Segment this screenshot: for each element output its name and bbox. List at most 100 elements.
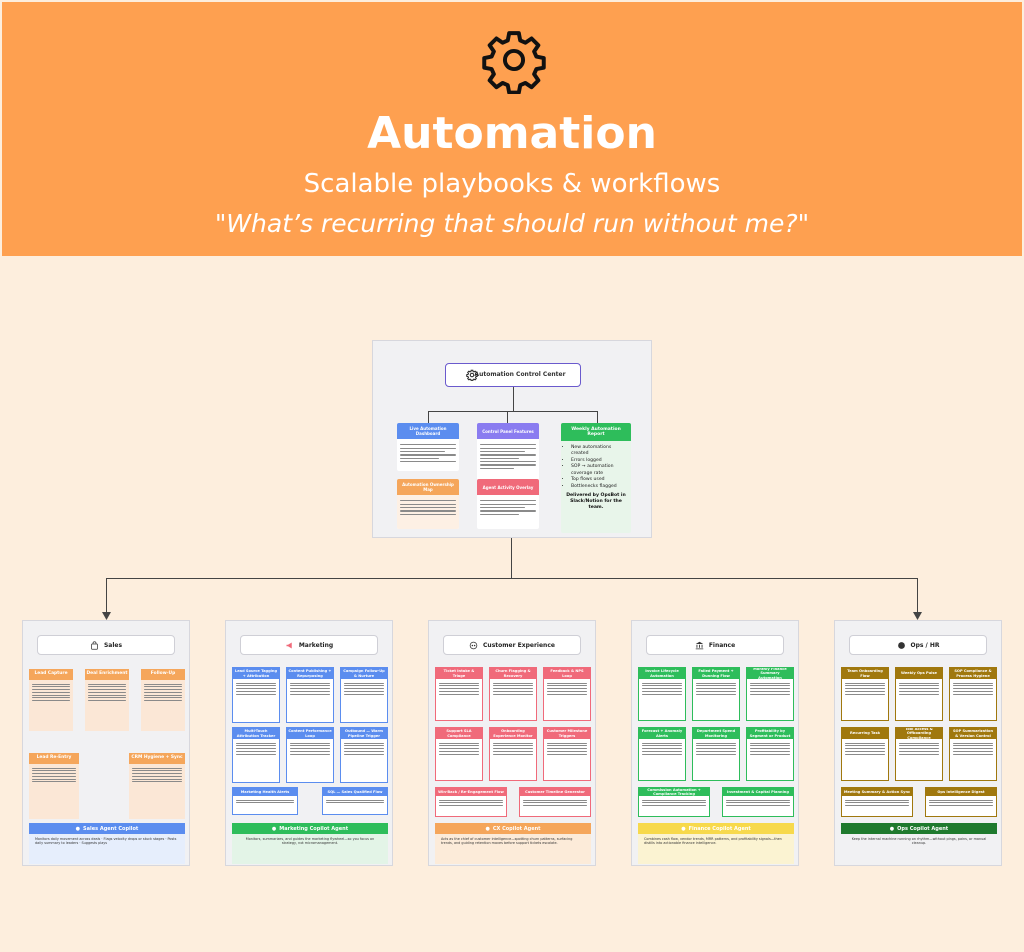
dept-card-title: Lead Capture [29, 669, 73, 680]
dept-card: Ticket Intake & Triage [435, 667, 483, 721]
connector-line [428, 411, 598, 412]
dept-card: Content Performance Loop [286, 727, 334, 783]
dept-card: Monthly Finance Summary Automation [746, 667, 794, 721]
dept-card-title: Weekly Ops Pulse [896, 668, 942, 679]
dept-card: Invoice Lifecycle Automation [638, 667, 686, 721]
dept-card: Customer Milestone Triggers [543, 727, 591, 781]
dept-card: Win-Back / Re-Engagement Flow [435, 787, 507, 817]
report-item: Top flows used [571, 477, 625, 483]
dept-card-title: Commission Automation + Compliance Track… [639, 788, 709, 796]
dept-card-title: Profitability by Segment or Product [747, 728, 793, 739]
dept-agent-bar: ●CX Copilot Agent [435, 823, 591, 834]
arrow-head-icon [913, 612, 922, 620]
dept-card-title: Marketing Health Alerts [233, 788, 297, 796]
dept-card-title: Outbound — Warm Pipeline Trigger [341, 728, 387, 739]
dept-card-title: Churn Flagging & Recovery [490, 668, 536, 679]
cc-card-control-panel: Control Panel Features [477, 423, 539, 481]
connector-line [597, 411, 598, 423]
dept-card-title: CRM Hygiene + Sync [129, 753, 185, 764]
dept-card-title: Onboarding Experience Monitor [490, 728, 536, 739]
dept-card-title: Support SLA Compliance [436, 728, 482, 739]
robot-icon: ● [681, 825, 686, 832]
control-center-root-node: Automation Control Center [445, 363, 581, 387]
dept-title-sales: Sales [37, 635, 175, 655]
dept-agent-label: CX Copilot Agent [492, 825, 541, 832]
cc-card-dashboard: Live Automation Dashboard [397, 423, 459, 471]
dept-card: Tool Access & Offboarding Compliance [895, 727, 943, 781]
connector-line [917, 578, 918, 618]
dept-panel-marketing: Marketing Lead Source Tagging + Attribut… [225, 620, 393, 866]
dept-agent-text: Keep the internal machine running on rhy… [841, 834, 997, 864]
cc-report-footer: Delivered by OpsBot in Slack/Notion for … [566, 493, 626, 511]
dept-card-title: SOP Compliance & Process Hygiene [950, 668, 996, 679]
dept-title-ops: Ops / HR [849, 635, 987, 655]
dept-card-title: Invoice Lifecycle Automation [639, 668, 685, 679]
cc-card-ownership-map: Automation Ownership Map [397, 479, 459, 529]
dept-card: Deal Enrichment [85, 669, 129, 731]
dept-card: Follow-Up [141, 669, 185, 731]
header-banner: Automation Scalable playbooks & workflow… [2, 2, 1022, 256]
dept-card-title: Lead Source Tagging + Attribution [233, 668, 279, 679]
dept-title-label: Customer Experience [483, 641, 555, 649]
dept-card: Investment & Capital Planning [722, 787, 794, 817]
cc-card-title: Live Automation Dashboard [397, 423, 459, 439]
dept-agent-text: Monitors daily movement across deals · F… [29, 834, 185, 864]
dept-card-title: Failed Payment + Dunning Flow [693, 668, 739, 679]
dept-card-title: Content Performance Loop [287, 728, 333, 739]
dept-title-marketing: Marketing [240, 635, 378, 655]
dept-card: SOP Compliance & Process Hygiene [949, 667, 997, 721]
dept-card-title: Investment & Capital Planning [723, 788, 793, 796]
dept-card: Marketing Health Alerts [232, 787, 298, 815]
cc-card-title: Agent Activity Overlay [477, 479, 539, 495]
dept-agent-text: Combines cash flow, vendor trends, MRR p… [638, 834, 794, 864]
dept-card: Recurring Task [841, 727, 889, 781]
dept-card-title: Tool Access & Offboarding Compliance [896, 728, 942, 740]
dept-card: Lead Source Tagging + Attribution [232, 667, 280, 723]
dept-card-title: Follow-Up [141, 669, 185, 680]
bank-icon [695, 641, 704, 649]
dept-agent-bar: ●Marketing Copilot Agent [232, 823, 388, 834]
control-center-root-label: Automation Control Center [474, 371, 566, 378]
dept-card: SQL — Sales Qualified Flow [322, 787, 388, 815]
dept-card-title: Lead Re-Entry [29, 753, 79, 764]
cc-card-agent-overlay: Agent Activity Overlay [477, 479, 539, 529]
dept-card-title: Multi-Touch Attribution Tracker [233, 728, 279, 739]
report-item: Bottlenecks flagged [571, 484, 625, 490]
report-item: Errors logged [571, 458, 625, 464]
robot-icon: ● [485, 825, 490, 832]
dept-card: Profitability by Segment or Product [746, 727, 794, 781]
dept-card: Ops Intelligence Digest [925, 787, 997, 817]
connector-line [106, 578, 107, 618]
dept-card: Outbound — Warm Pipeline Trigger [340, 727, 388, 783]
dept-agent-label: Ops Copilot Agent [897, 825, 949, 832]
dept-card: Department Spend Monitoring [692, 727, 740, 781]
dept-card: Weekly Ops Pulse [895, 667, 943, 721]
dept-title-label: Finance [708, 641, 736, 649]
dept-card: Commission Automation + Compliance Track… [638, 787, 710, 817]
dept-agent-text: Acts as the chief of customer intelligen… [435, 834, 591, 864]
connector-line [428, 411, 429, 423]
report-item: New automations created [571, 445, 625, 457]
gear-icon [482, 31, 546, 94]
dept-agent-bar: ●Ops Copilot Agent [841, 823, 997, 834]
cc-weekly-report-card: Weekly Automation Report New automations… [561, 423, 631, 533]
dept-card: Churn Flagging & Recovery [489, 667, 537, 721]
dept-card: Team Onboarding Flow [841, 667, 889, 721]
dept-card: CRM Hygiene + Sync [129, 753, 185, 819]
dept-card: SOP Summarization & Version Control [949, 727, 997, 781]
dept-card-title: Monthly Finance Summary Automation [747, 668, 793, 680]
cc-report-list: New automations created Errors logged SO… [561, 441, 631, 490]
dept-card-title: Forecast + Anomaly Alerts [639, 728, 685, 739]
page-title: Automation [367, 108, 657, 159]
connector-line [513, 387, 514, 411]
dept-title-label: Sales [103, 641, 123, 649]
robot-icon: ● [889, 825, 895, 832]
dept-card-title: Recurring Task [842, 728, 888, 739]
dept-card: Meeting Summary & Action Sync [841, 787, 913, 817]
dept-card-title: Meeting Summary & Action Sync [842, 788, 912, 796]
dept-card-title: Ops Intelligence Digest [926, 788, 996, 796]
dept-card: Support SLA Compliance [435, 727, 483, 781]
dept-card: Failed Payment + Dunning Flow [692, 667, 740, 721]
robot-icon: ● [75, 825, 81, 832]
dept-panel-ops: Ops / HR Team Onboarding Flow Weekly Ops… [834, 620, 1002, 866]
